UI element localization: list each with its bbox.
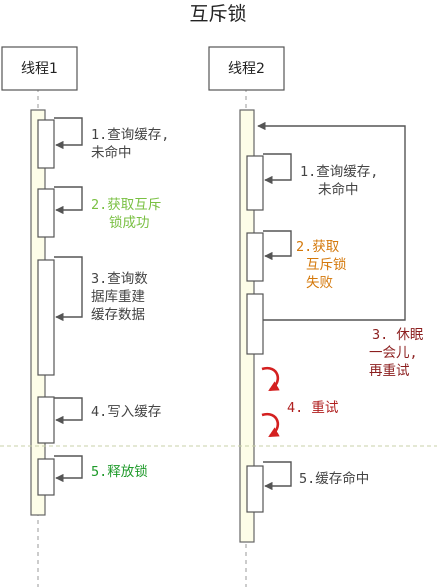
thread1-activation-release [37,458,55,496]
thread2-label: 线程2 [228,61,265,77]
thread1-step-2-line-2: 锁成功 [109,215,150,231]
thread1-activation-query [37,119,55,169]
thread2-step-4-label: 4. 重试 [287,400,339,416]
thread2-activation-query [246,155,264,211]
thread1-arrow-lock [54,186,83,215]
thread1-box [1,46,78,91]
thread2-step-2-line-3: 失败 [306,275,333,291]
thread1-step-3-line-2: 据库重建 [91,289,145,305]
thread1-step-1-label: 1.查询缓存,未命中 [91,127,169,161]
thread2-arrow-sleep-retry [257,121,406,321]
thread1-step-3-label: 3.查询数据库重建缓存数据 [91,271,148,323]
thread2-step-2-line-2: 互斥锁 [306,257,347,273]
thread1-activation-write [37,396,55,444]
thread2-participant: 线程2 [208,46,285,91]
thread2-step-1-label: 1.查询缓存,未命中 [300,164,378,198]
thread1-step-3-line-3: 缓存数据 [91,307,145,323]
thread1-step-4-label: 4.写入缓存 [91,404,161,420]
thread2-step-3-line-1: 3. 休眠 [372,327,424,343]
thread1-step-1-line-2: 未命中 [91,144,132,161]
thread2-activation-sleep [246,293,264,355]
thread1-step-4-line-1: 4.写入缓存 [91,404,161,420]
thread2-activation-hit [246,465,264,513]
thread2-step-3-line-2: 一会儿, [369,345,418,361]
thread2-step-1-line-1: 1.查询缓存, [300,164,378,180]
thread1-activation-rebuild [37,259,55,376]
thread2-step-2-line-1: 2.获取 [296,239,340,255]
thread2-box [208,46,285,91]
thread2-step-4-line-1: 4. 重试 [287,400,339,416]
thread1-step-2-line-1: 2.获取互斥 [91,197,161,213]
thread2-activation-lock [246,232,264,282]
thread2-step-2-label: 2.获取互斥锁失败 [296,239,347,291]
thread1-step-5-line-1: 5.释放锁 [91,464,148,480]
thread1-step-1-line-1: 1.查询缓存, [91,127,169,143]
thread1-step-2-label: 2.获取互斥锁成功 [91,197,161,231]
diagram-title: 互斥锁 [189,3,246,25]
thread2-arrow-hit [263,461,292,491]
thread2-step-1-line-2: 未命中 [318,181,359,198]
thread1-activation-lock [37,188,55,238]
thread2-step-5-line-1: 5.缓存命中 [299,470,369,487]
thread1-step-3-line-1: 3.查询数 [91,271,148,287]
thread1-label: 线程1 [21,61,58,77]
thread2-arrow-lock [263,230,292,261]
step-labels: 1.查询缓存,未命中2.获取互斥锁成功3.查询数据库重建缓存数据4.写入缓存5.… [91,127,424,487]
thread2-step-3-line-3: 再重试 [369,363,410,379]
thread1-arrow-query [54,117,83,150]
thread1-participant: 线程1 [1,46,78,91]
thread1-arrow-write [54,397,83,425]
thread1-step-5-label: 5.释放锁 [91,464,148,480]
thread1-arrow-rebuild [54,256,83,322]
thread2-arrow-query [263,153,292,185]
thread2-step-3-label: 3. 休眠一会儿, 再重试 [369,327,424,379]
thread2-step-5-label: 5.缓存命中 [299,470,369,487]
retry-curve-icon [261,366,280,392]
thread1-arrow-release [54,455,83,483]
retry-curve-icon [261,412,280,438]
